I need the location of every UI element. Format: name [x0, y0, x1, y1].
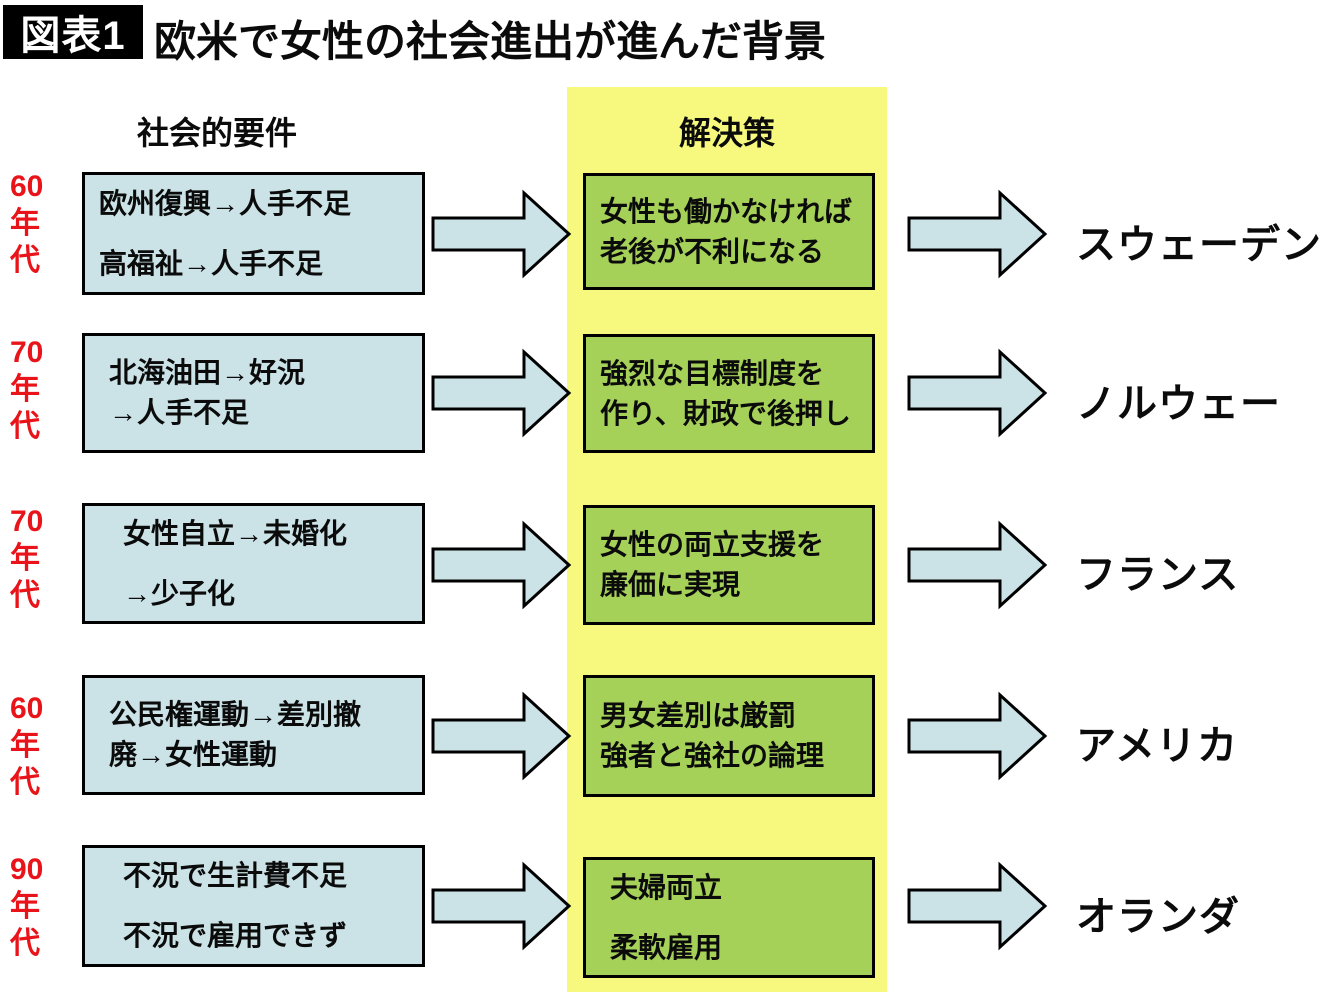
era-line: 代: [10, 410, 40, 443]
requirement-box: 北海油田→好況 →人手不足: [82, 333, 425, 453]
solution-line: 老後が不利になる: [600, 235, 825, 267]
requirement-line: 欧州復興→人手不足: [99, 187, 352, 219]
solution-box: 女性の両立支援を 廉価に実現: [583, 505, 875, 625]
era-line: 代: [10, 927, 40, 960]
flow-arrow-icon: [907, 861, 1048, 951]
requirement-line: 不況で雇用できず: [123, 920, 348, 951]
solution-line: 夫婦両立: [610, 871, 723, 903]
requirement-box: 公民権運動→差別撤 廃→女性運動: [82, 675, 425, 795]
country-label: スウェーデン: [1076, 222, 1322, 267]
flow-arrow-icon: [431, 861, 572, 951]
solution-line: 柔軟雇用: [610, 931, 723, 963]
era-line: 90: [10, 853, 44, 886]
era-line: 代: [10, 579, 40, 612]
solution-line: 強烈な目標制度を: [600, 357, 825, 389]
requirement-line: 女性自立→未婚化: [123, 517, 348, 549]
country-label: ノルウェー: [1076, 382, 1281, 426]
country-label: フランス: [1076, 552, 1240, 597]
requirement-line: →少子化: [123, 577, 236, 609]
solution-line: 男女差別は厳罰: [600, 700, 797, 732]
column-header-solutions: 解決策: [678, 115, 775, 151]
flow-arrow-icon: [907, 348, 1048, 438]
era-line: 60: [10, 170, 44, 203]
era-line: 70: [10, 505, 44, 538]
solution-box: 強烈な目標制度を 作り、財政で後押し: [583, 334, 875, 453]
requirement-line: 北海油田→好況: [109, 357, 306, 389]
requirement-box: 不況で生計費不足 不況で雇用できず: [82, 845, 425, 967]
solution-line: 女性も働かなければ: [600, 195, 853, 227]
solution-line: 作り、財政で後押し: [600, 397, 851, 429]
flow-arrow-icon: [907, 189, 1048, 279]
figure-number-tag: 図表1: [3, 5, 143, 59]
requirement-line: 不況で生計費不足: [123, 860, 348, 892]
requirement-line: 廃→女性運動: [109, 739, 278, 770]
solution-line: 廉価に実現: [600, 569, 741, 600]
flow-arrow-icon: [907, 691, 1048, 781]
era-line: 60: [10, 692, 44, 725]
flow-arrow-icon: [431, 520, 572, 610]
flow-arrow-icon: [431, 691, 572, 781]
solution-line: 女性の両立支援を: [600, 529, 825, 561]
era-line: 年: [10, 729, 40, 762]
era-label: 60 年 代: [10, 168, 70, 279]
solution-box: 男女差別は厳罰 強者と強社の論理: [583, 675, 875, 797]
solution-line: 強者と強社の論理: [600, 740, 825, 771]
era-label: 70 年 代: [10, 503, 70, 614]
column-header-requirements: 社会的要件: [136, 115, 297, 151]
country-label: アメリカ: [1076, 724, 1238, 768]
requirement-box: 欧州復興→人手不足 高福祉→人手不足: [82, 172, 425, 295]
era-label: 90 年 代: [10, 851, 70, 962]
flow-arrow-icon: [907, 520, 1048, 610]
era-label: 70 年 代: [10, 334, 70, 445]
era-label: 60 年 代: [10, 690, 70, 801]
era-line: 年: [10, 890, 40, 923]
solution-box: 女性も働かなければ 老後が不利になる: [583, 173, 875, 290]
era-line: 年: [10, 373, 40, 406]
era-line: 年: [10, 542, 40, 575]
era-line: 70: [10, 336, 44, 369]
flow-arrow-icon: [431, 348, 572, 438]
era-line: 代: [10, 766, 40, 799]
solution-box: 夫婦両立 柔軟雇用: [583, 857, 875, 978]
requirement-box: 女性自立→未婚化 →少子化: [82, 503, 425, 624]
country-label: オランダ: [1076, 895, 1240, 939]
figure-title: 欧米で女性の社会進出が進んだ背景: [154, 18, 827, 65]
requirement-line: 高福祉→人手不足: [99, 247, 324, 279]
requirement-line: →人手不足: [109, 397, 250, 428]
flow-arrow-icon: [431, 189, 572, 279]
era-line: 年: [10, 207, 40, 240]
requirement-line: 公民権運動→差別撤: [109, 699, 362, 731]
era-line: 代: [10, 244, 40, 277]
